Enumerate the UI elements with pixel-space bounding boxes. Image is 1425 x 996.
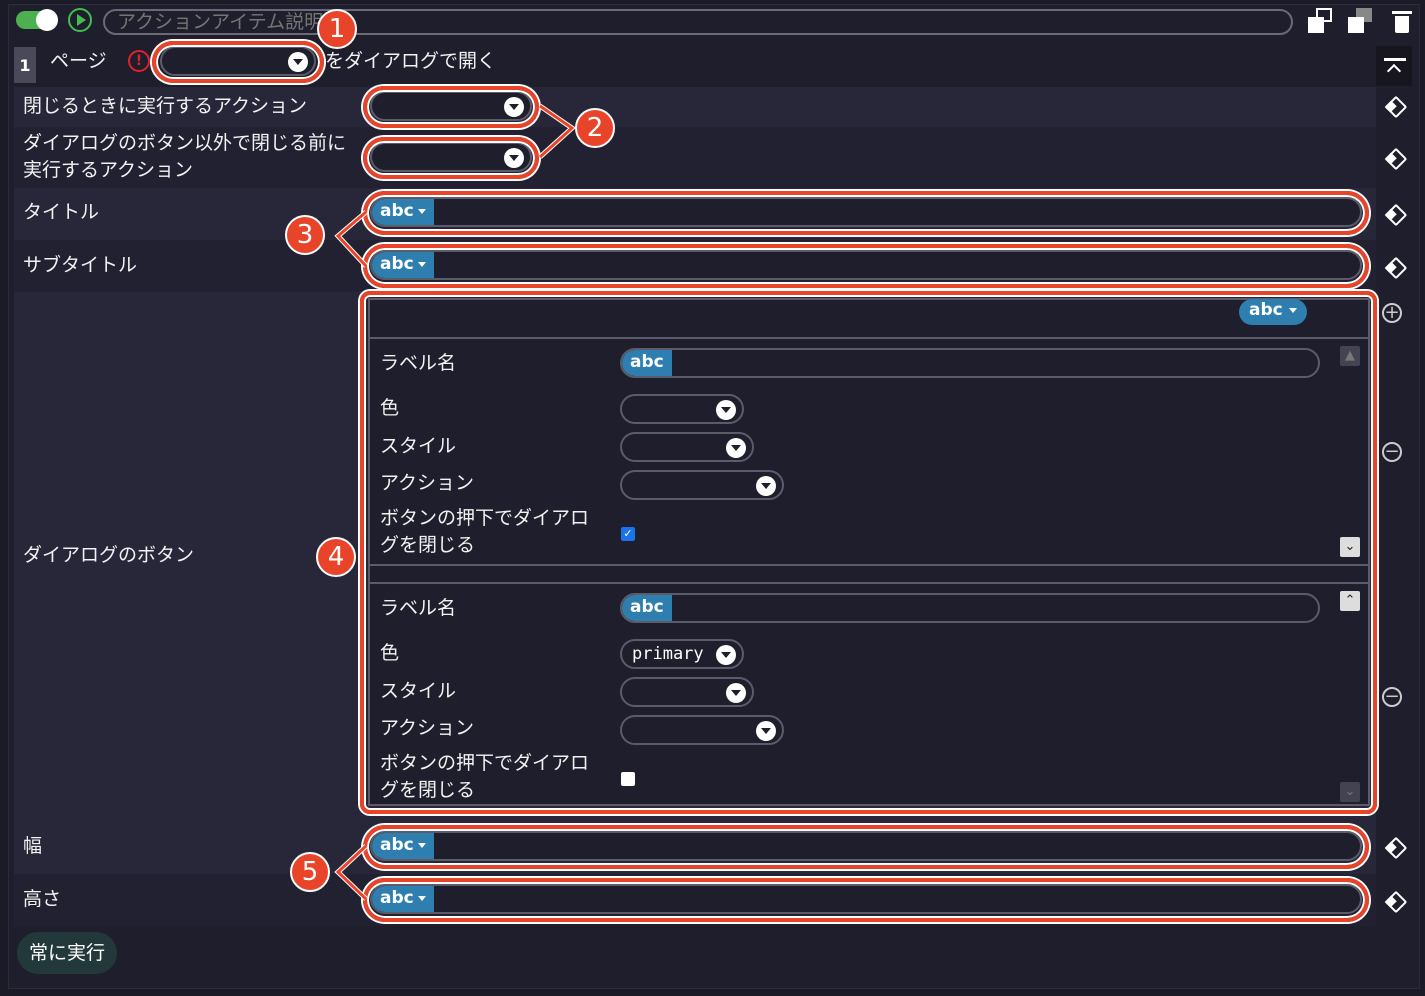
close-on-press-checkbox[interactable]: ✓ [621, 527, 635, 541]
dialog-buttons-label: ダイアログのボタン [23, 544, 195, 566]
color-label: 色 [380, 642, 400, 664]
chevron-down-icon [726, 438, 746, 458]
page-select[interactable] [160, 46, 316, 76]
copy-icon[interactable] [1308, 8, 1334, 34]
close-on-press-label: ボタンの押下でダイアログを閉じる [380, 752, 590, 801]
action-label: アクション [380, 472, 475, 494]
chevron-down-icon [716, 400, 736, 420]
color-select[interactable] [620, 394, 744, 424]
color-label: 色 [380, 397, 400, 419]
remove-icon[interactable]: − [1382, 442, 1402, 462]
collapse-button[interactable] [1376, 46, 1412, 86]
chevron-down-icon [726, 683, 746, 703]
action-select[interactable] [620, 715, 784, 745]
chevron-down-icon [756, 721, 776, 741]
play-icon[interactable] [68, 8, 92, 32]
label-name-label: ラベル名 [380, 352, 457, 374]
move-down-button[interactable]: ⌄ [1340, 537, 1360, 557]
description-input[interactable] [103, 9, 1293, 35]
width-label: 幅 [23, 835, 43, 857]
style-select[interactable] [620, 432, 754, 462]
row-before-close [14, 127, 1376, 188]
action-label: アクション [380, 717, 475, 739]
close-on-press-label: ボタンの押下でダイアログを閉じる [380, 507, 590, 556]
highlight-2b [363, 137, 539, 179]
label-name-input[interactable]: abc [620, 348, 1320, 378]
duplicate-icon[interactable] [1348, 8, 1374, 34]
move-up-button[interactable]: ▲ [1340, 346, 1360, 366]
highlight-4 [360, 291, 1377, 814]
warning-icon: ! [128, 50, 150, 72]
annotation-4: 4 [316, 537, 356, 577]
chevron-down-icon [716, 645, 736, 665]
style-label: スタイル [380, 435, 457, 457]
always-run-button[interactable]: 常に実行 [17, 932, 117, 974]
row-on-close [14, 87, 1376, 127]
annotation-1: 1 [317, 9, 357, 49]
subtitle-label: サブタイトル [23, 254, 138, 276]
move-up-button[interactable]: ⌃ [1340, 591, 1360, 611]
style-select[interactable] [620, 677, 754, 707]
height-label: 高さ [23, 888, 62, 910]
type-badge: abc [622, 350, 672, 376]
label-name-label: ラベル名 [380, 597, 457, 619]
annotation-5: 5 [290, 852, 330, 892]
color-select[interactable]: primary [620, 639, 744, 669]
enable-toggle[interactable] [16, 9, 58, 31]
add-icon[interactable]: + [1382, 303, 1402, 323]
move-down-button[interactable]: ⌄ [1340, 782, 1360, 802]
page-label: ページ [50, 50, 107, 72]
title-label: タイトル [23, 201, 100, 223]
style-label: スタイル [380, 680, 457, 702]
highlight-2a [363, 86, 539, 128]
highlight-1 [152, 41, 324, 83]
step-index: 1 [14, 47, 36, 83]
close-on-press-checkbox[interactable] [621, 772, 635, 786]
trash-icon[interactable] [1392, 8, 1412, 34]
dialog-buttons-list [368, 298, 1370, 806]
list-type-selector[interactable]: abc [1239, 299, 1307, 325]
before-close-action-label: ダイアログのボタン以外で閉じる前に実行するアクション [23, 132, 347, 181]
type-badge: abc [622, 595, 672, 621]
label-name-input[interactable]: abc [620, 593, 1320, 623]
action-select[interactable] [620, 470, 784, 500]
remove-icon[interactable]: − [1382, 687, 1402, 707]
open-as-dialog-text: をダイアログで開く [325, 50, 497, 72]
chevron-down-icon [756, 476, 776, 496]
annotation-3: 3 [285, 215, 325, 255]
annotation-2: 2 [575, 108, 615, 148]
on-close-action-label: 閉じるときに実行するアクション [23, 95, 308, 117]
